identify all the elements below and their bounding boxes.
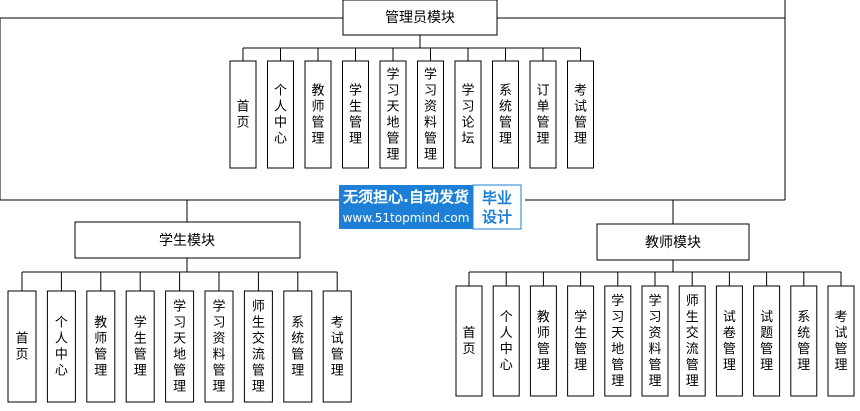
admin-child-node: 订单管理 bbox=[529, 48, 557, 169]
student-child-node: 首页 bbox=[7, 272, 37, 403]
admin-child-node: 学生管理 bbox=[342, 48, 369, 169]
admin-child-node: 首页 bbox=[229, 48, 257, 169]
teacher-module-box: 教师模块 bbox=[596, 223, 750, 261]
admin-child-node: 教师管理 bbox=[304, 48, 332, 169]
teacher-child-node: 学生管理 bbox=[567, 272, 595, 397]
student-module-box: 学生模块 bbox=[74, 221, 301, 259]
admin-child-label: 学习资料管理 bbox=[424, 67, 437, 163]
student-child-node: 学习天地管理 bbox=[165, 272, 195, 403]
admin-child-node: 学习天地管理 bbox=[379, 48, 407, 169]
student-child-node: 系统管理 bbox=[283, 272, 313, 403]
teacher-child-node: 学习天地管理 bbox=[604, 272, 632, 397]
student-child-label: 系统管理 bbox=[291, 316, 304, 379]
teacher-child-node: 个人中心 bbox=[492, 272, 520, 397]
teacher-child-label: 学习资料管理 bbox=[648, 293, 661, 389]
teacher-child-node: 试卷管理 bbox=[715, 272, 743, 397]
student-child-label: 师生交流管理 bbox=[252, 300, 265, 395]
watermark: 无须担心.自动发货 www.51topmind.com 毕业 设计 bbox=[339, 184, 522, 230]
teacher-module-title: 教师模块 bbox=[645, 235, 701, 251]
teacher-child-label: 教师管理 bbox=[537, 309, 550, 373]
teacher-child-label: 考试管理 bbox=[834, 310, 847, 373]
admin-child-label: 学习论坛 bbox=[461, 83, 474, 147]
teacher-child-node: 系统管理 bbox=[790, 272, 818, 397]
admin-child-label: 个人中心 bbox=[274, 84, 287, 147]
connector-lines bbox=[0, 0, 786, 224]
admin-child-label: 订单管理 bbox=[536, 84, 549, 147]
teacher-child-label: 系统管理 bbox=[797, 310, 810, 373]
admin-child-node: 系统管理 bbox=[492, 48, 519, 169]
admin-child-label: 系统管理 bbox=[499, 84, 512, 147]
admin-child-label: 学习天地管理 bbox=[386, 67, 399, 163]
student-child-label: 教师管理 bbox=[94, 315, 107, 379]
teacher-child-label: 学生管理 bbox=[574, 309, 587, 373]
teacher-child-node: 首页 bbox=[455, 272, 483, 397]
student-child-node: 考试管理 bbox=[322, 272, 352, 403]
watermark-line1: 无须担心.自动发货 bbox=[342, 188, 469, 206]
watermark-line2: www.51topmind.com bbox=[343, 211, 470, 225]
watermark-badge-bottom: 设计 bbox=[482, 208, 512, 226]
admin-child-label: 首页 bbox=[236, 100, 249, 131]
teacher-child-label: 试题管理 bbox=[760, 310, 773, 373]
student-child-label: 学习天地管理 bbox=[173, 299, 186, 395]
admin-child-label: 学生管理 bbox=[349, 83, 362, 147]
teacher-child-label: 个人中心 bbox=[500, 310, 513, 373]
teacher-child-label: 学习天地管理 bbox=[611, 293, 624, 389]
student-child-node: 学生管理 bbox=[125, 272, 155, 403]
teacher-child-label: 首页 bbox=[462, 326, 475, 357]
student-child-node: 学习资料管理 bbox=[204, 272, 234, 403]
admin-child-label: 教师管理 bbox=[311, 83, 324, 147]
teacher-child-node: 试题管理 bbox=[753, 272, 781, 397]
student-child-label: 学生管理 bbox=[134, 315, 147, 379]
admin-child-label: 考试管理 bbox=[574, 84, 587, 147]
admin-child-node: 学习论坛 bbox=[454, 48, 482, 169]
admin-module-box: 管理员模块 bbox=[342, 0, 498, 36]
teacher-child-label: 师生交流管理 bbox=[686, 294, 699, 389]
student-child-label: 个人中心 bbox=[55, 316, 68, 379]
student-child-node: 教师管理 bbox=[86, 272, 116, 403]
student-child-node: 个人中心 bbox=[46, 272, 76, 403]
watermark-badge-top: 毕业 bbox=[482, 189, 512, 207]
student-child-node: 师生交流管理 bbox=[243, 272, 273, 403]
teacher-child-node: 考试管理 bbox=[827, 272, 855, 397]
child-nodes: 首页个人中心教师管理学生管理学习天地管理学习资料管理学习论坛系统管理订单管理考试… bbox=[7, 35, 855, 403]
teacher-child-node: 师生交流管理 bbox=[678, 272, 706, 397]
admin-child-node: 考试管理 bbox=[567, 48, 594, 169]
student-child-label: 考试管理 bbox=[331, 316, 344, 379]
student-module-title: 学生模块 bbox=[159, 233, 215, 249]
teacher-child-node: 教师管理 bbox=[529, 272, 557, 397]
admin-child-node: 学习资料管理 bbox=[417, 48, 444, 169]
student-child-label: 首页 bbox=[15, 332, 28, 363]
teacher-child-node: 学习资料管理 bbox=[641, 272, 669, 397]
student-child-label: 学习资料管理 bbox=[212, 299, 225, 395]
admin-child-node: 个人中心 bbox=[267, 48, 294, 169]
teacher-child-label: 试卷管理 bbox=[723, 310, 736, 373]
admin-module-title: 管理员模块 bbox=[385, 10, 455, 26]
